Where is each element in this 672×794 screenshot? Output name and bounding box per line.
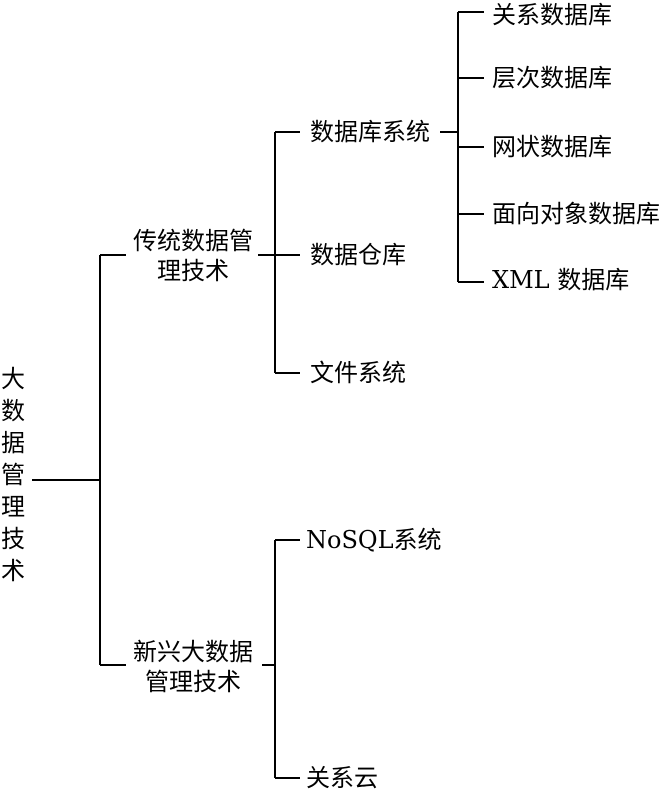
root-char: 技 [1, 525, 25, 553]
root-char: 理 [1, 493, 25, 521]
node-relational-database: 关系数据库 [492, 1, 612, 29]
node-label-line1: 新兴大数据 [133, 638, 253, 666]
root-char: 数 [1, 397, 25, 425]
root-char: 术 [1, 557, 25, 585]
node-hierarchical-database: 层次数据库 [492, 64, 612, 92]
root-char: 据 [1, 429, 25, 457]
node-database-system: 数据库系统 [310, 118, 430, 146]
node-label-line2: 理技术 [157, 257, 229, 285]
node-file-system: 文件系统 [310, 359, 406, 387]
node-traditional-data-management: 传统数据管 理技术 [128, 226, 258, 286]
node-emerging-big-data-management: 新兴大数据 管理技术 [128, 637, 258, 697]
node-label-line1: 传统数据管 [133, 227, 253, 255]
node-object-oriented-database: 面向对象数据库 [492, 200, 660, 228]
node-data-warehouse: 数据仓库 [310, 241, 406, 269]
root-char: 管 [1, 461, 25, 489]
root-char: 大 [1, 365, 25, 393]
node-label-line2: 管理技术 [145, 668, 241, 696]
node-relational-cloud: 关系云 [306, 764, 378, 792]
node-nosql-system: NoSQL系统 [306, 526, 442, 554]
node-network-database: 网状数据库 [492, 133, 612, 161]
node-xml-database: XML 数据库 [492, 266, 630, 294]
